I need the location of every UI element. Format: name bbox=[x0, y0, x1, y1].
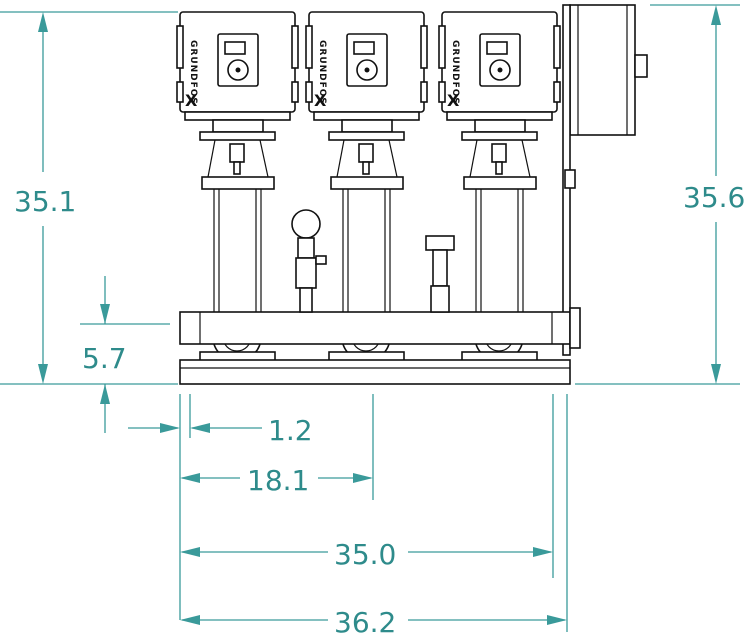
discharge-manifold bbox=[179, 311, 571, 345]
base-width-label: 35.0 bbox=[334, 538, 396, 571]
center-span-label: 18.1 bbox=[247, 464, 309, 497]
base-height-label: 5.7 bbox=[82, 342, 127, 375]
cabinet-height-label: 35.6 bbox=[683, 181, 745, 214]
logo-mark-left: X bbox=[185, 91, 198, 110]
pressure-tank bbox=[291, 209, 321, 239]
overall-width-label: 36.2 bbox=[334, 606, 396, 639]
dimension-base-width: 35.0 bbox=[180, 394, 554, 578]
control-cabinet bbox=[569, 4, 636, 136]
equipment-drawing: GRUNDFOS GRUNDFOS GRUNDFOS X X X bbox=[176, 4, 648, 385]
brand-label-right: GRUNDFOS bbox=[450, 40, 460, 105]
logo-mark-center: X bbox=[314, 91, 327, 110]
dimension-overall-height: 35.1 bbox=[0, 11, 178, 385]
dimension-overall-width: 36.2 bbox=[180, 394, 568, 639]
brand-label-center: GRUNDFOS bbox=[317, 40, 327, 105]
dimension-cabinet-height: 35.6 bbox=[575, 4, 745, 385]
offset-label: 1.2 bbox=[268, 414, 313, 447]
pressure-valve bbox=[425, 235, 455, 251]
dimension-offset: 1.2 bbox=[128, 394, 313, 620]
dimension-center-span: 18.1 bbox=[180, 394, 374, 500]
overall-height-label: 35.1 bbox=[14, 185, 76, 218]
cabinet-handle bbox=[634, 54, 648, 78]
dimension-base-height: 5.7 bbox=[80, 276, 170, 433]
logo-mark-right: X bbox=[447, 91, 460, 110]
base-frame bbox=[179, 359, 571, 385]
brand-label-left: GRUNDFOS bbox=[188, 40, 198, 105]
